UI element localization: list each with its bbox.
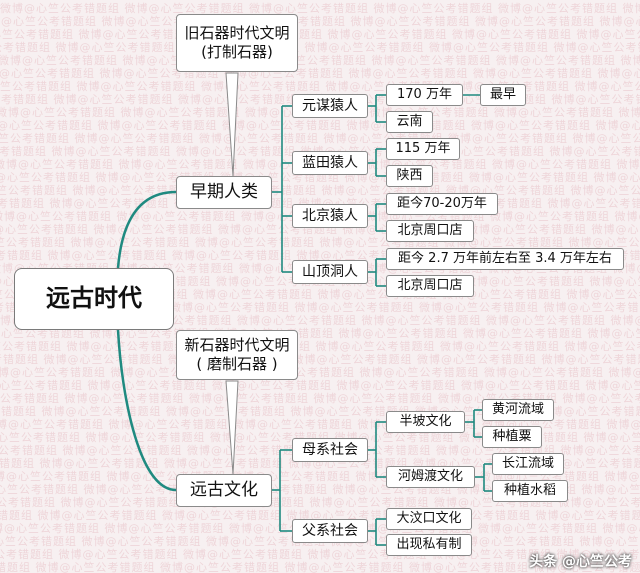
lantian-age-leaf[interactable]: 115 万年 (386, 138, 460, 160)
watermark-text: 微博@心竺公考错题组 微博@心竺公考错题组 微博@心竺公考错题组 微博@心竺公考… (0, 392, 640, 405)
watermark-text: 微博@心竺公考错题组 微博@心竺公考错题组 微博@心竺公考错题组 微博@心竺公考… (0, 483, 640, 496)
banpo-node[interactable]: 半坡文化 (386, 411, 465, 433)
paleo-callout-line2: (打制石器) (201, 43, 273, 61)
ancient-culture-node[interactable]: 远古文化 (176, 474, 272, 507)
watermark-text: 微博@心竺公考错题组 微博@心竺公考错题组 微博@心竺公考错题组 微博@心竺公考… (0, 41, 640, 54)
patriarchal-node[interactable]: 父系社会 (292, 519, 368, 543)
hemudu-node[interactable]: 河姆渡文化 (386, 466, 475, 488)
root-node[interactable]: 远古时代 (14, 268, 174, 330)
main-branches (116, 190, 177, 492)
private-ownership-leaf[interactable]: 出现私有制 (386, 534, 472, 556)
watermark-text: 微博@心竺公考错题组 微博@心竺公考错题组 微博@心竺公考错题组 微博@心竺公考… (0, 418, 640, 431)
peking-man-node[interactable]: 北京猿人 (292, 204, 368, 228)
watermark-text: 微博@心竺公考错题组 微博@心竺公考错题组 微博@心竺公考错题组 微博@心竺公考… (0, 379, 640, 392)
watermark-text: 微博@心竺公考错题组 微博@心竺公考错题组 微博@心竺公考错题组 微博@心竺公考… (0, 496, 640, 509)
watermark-text: 微博@心竺公考错题组 微博@心竺公考错题组 微博@心竺公考错题组 微博@心竺公考… (0, 353, 640, 366)
peking-man-age-leaf[interactable]: 距今70-20万年 (386, 193, 498, 215)
watermark-text: 微博@心竺公考错题组 微博@心竺公考错题组 微博@心竺公考错题组 微博@心竺公考… (0, 340, 640, 353)
neo-callout-line2: ( 磨制石器 ) (196, 355, 278, 373)
banpo-crop-leaf[interactable]: 种植粟 (482, 426, 542, 448)
yuanmou-place-leaf[interactable]: 云南 (386, 111, 433, 133)
early-humans-node[interactable]: 早期人类 (176, 176, 272, 209)
watermark-text: 微博@心竺公考错题组 微博@心竺公考错题组 微博@心竺公考错题组 微博@心竺公考… (0, 509, 640, 522)
branch-root-to-neo (116, 329, 177, 492)
neo-callout: 新石器时代文明 ( 磨制石器 ) (176, 330, 298, 380)
watermark-text: 微博@心竺公考错题组 微博@心竺公考错题组 微博@心竺公考错题组 微博@心竺公考… (0, 366, 640, 379)
upper-cave-node[interactable]: 山顶洞人 (292, 260, 368, 284)
banpo-region-leaf[interactable]: 黄河流域 (482, 399, 554, 421)
dawenkou-leaf[interactable]: 大汶口文化 (386, 508, 472, 530)
watermark-text: 微博@心竺公考错题组 微博@心竺公考错题组 微博@心竺公考错题组 微博@心竺公考… (0, 119, 640, 132)
watermark-text: 微博@心竺公考错题组 微博@心竺公考错题组 微博@心竺公考错题组 微博@心竺公考… (0, 327, 640, 340)
sub-branches (272, 94, 492, 546)
watermark-text: 微博@心竺公考错题组 微博@心竺公考错题组 微博@心竺公考错题组 微博@心竺公考… (0, 470, 640, 483)
upper-cave-place-leaf[interactable]: 北京周口店 (386, 275, 474, 297)
footer-watermark: 头条 @心竺公考 (529, 554, 632, 570)
neo-callout-line1: 新石器时代文明 (184, 335, 290, 354)
yuanmou-node[interactable]: 元谋猿人 (292, 94, 368, 118)
watermark-text: 微博@心竺公考错题组 微博@心竺公考错题组 微博@心竺公考错题组 微博@心竺公考… (0, 15, 640, 28)
paleo-callout: 旧石器时代文明 (打制石器) (176, 14, 298, 72)
lantian-node[interactable]: 蓝田猿人 (292, 151, 368, 175)
paleo-callout-line1: 旧石器时代文明 (184, 23, 290, 42)
watermark-text: 微博@心竺公考错题组 微博@心竺公考错题组 微博@心竺公考错题组 微博@心竺公考… (0, 2, 640, 15)
watermark-text: 微博@心竺公考错题组 微博@心竺公考错题组 微博@心竺公考错题组 微博@心竺公考… (0, 431, 640, 444)
watermark-text: 微博@心竺公考错题组 微博@心竺公考错题组 微博@心竺公考错题组 微博@心竺公考… (0, 236, 640, 249)
watermark-text: 微博@心竺公考错题组 微博@心竺公考错题组 微博@心竺公考错题组 微博@心竺公考… (0, 54, 640, 67)
callout-pointers (225, 72, 239, 475)
watermark-text: 微博@心竺公考错题组 微博@心竺公考错题组 微博@心竺公考错题组 微博@心竺公考… (0, 132, 640, 145)
watermark-text: 微博@心竺公考错题组 微博@心竺公考错题组 微博@心竺公考错题组 微博@心竺公考… (0, 405, 640, 418)
watermark-text: 微博@心竺公考错题组 微博@心竺公考错题组 微博@心竺公考错题组 微博@心竺公考… (0, 171, 640, 184)
upper-cave-age-leaf[interactable]: 距今 2.7 万年前左右至 3.4 万年左右 (386, 248, 624, 270)
watermark-text: 微博@心竺公考错题组 微博@心竺公考错题组 微博@心竺公考错题组 微博@心竺公考… (0, 457, 640, 470)
watermark-text: 微博@心竺公考错题组 微博@心竺公考错题组 微博@心竺公考错题组 微博@心竺公考… (0, 223, 640, 236)
paleo-callout-pointer (225, 72, 239, 177)
branch-root-to-paleo (116, 190, 177, 269)
watermark-text: 微博@心竺公考错题组 微博@心竺公考错题组 微博@心竺公考错题组 微博@心竺公考… (0, 28, 640, 41)
neo-callout-pointer (225, 380, 239, 475)
earliest-leaf[interactable]: 最早 (480, 84, 526, 106)
hemudu-region-leaf[interactable]: 长江流域 (492, 453, 564, 475)
peking-man-place-leaf[interactable]: 北京周口店 (386, 220, 474, 242)
watermark-text: 微博@心竺公考错题组 微博@心竺公考错题组 微博@心竺公考错题组 微博@心竺公考… (0, 548, 640, 561)
yuanmou-age-leaf[interactable]: 170 万年 (386, 84, 463, 106)
watermark-text: 微博@心竺公考错题组 微博@心竺公考错题组 微博@心竺公考错题组 微博@心竺公考… (0, 67, 640, 80)
watermark-text: 微博@心竺公考错题组 微博@心竺公考错题组 微博@心竺公考错题组 微博@心竺公考… (0, 561, 640, 573)
hemudu-crop-leaf[interactable]: 种植水稻 (492, 480, 568, 502)
matriarchal-node[interactable]: 母系社会 (292, 438, 368, 462)
lantian-place-leaf[interactable]: 陕西 (386, 165, 433, 187)
